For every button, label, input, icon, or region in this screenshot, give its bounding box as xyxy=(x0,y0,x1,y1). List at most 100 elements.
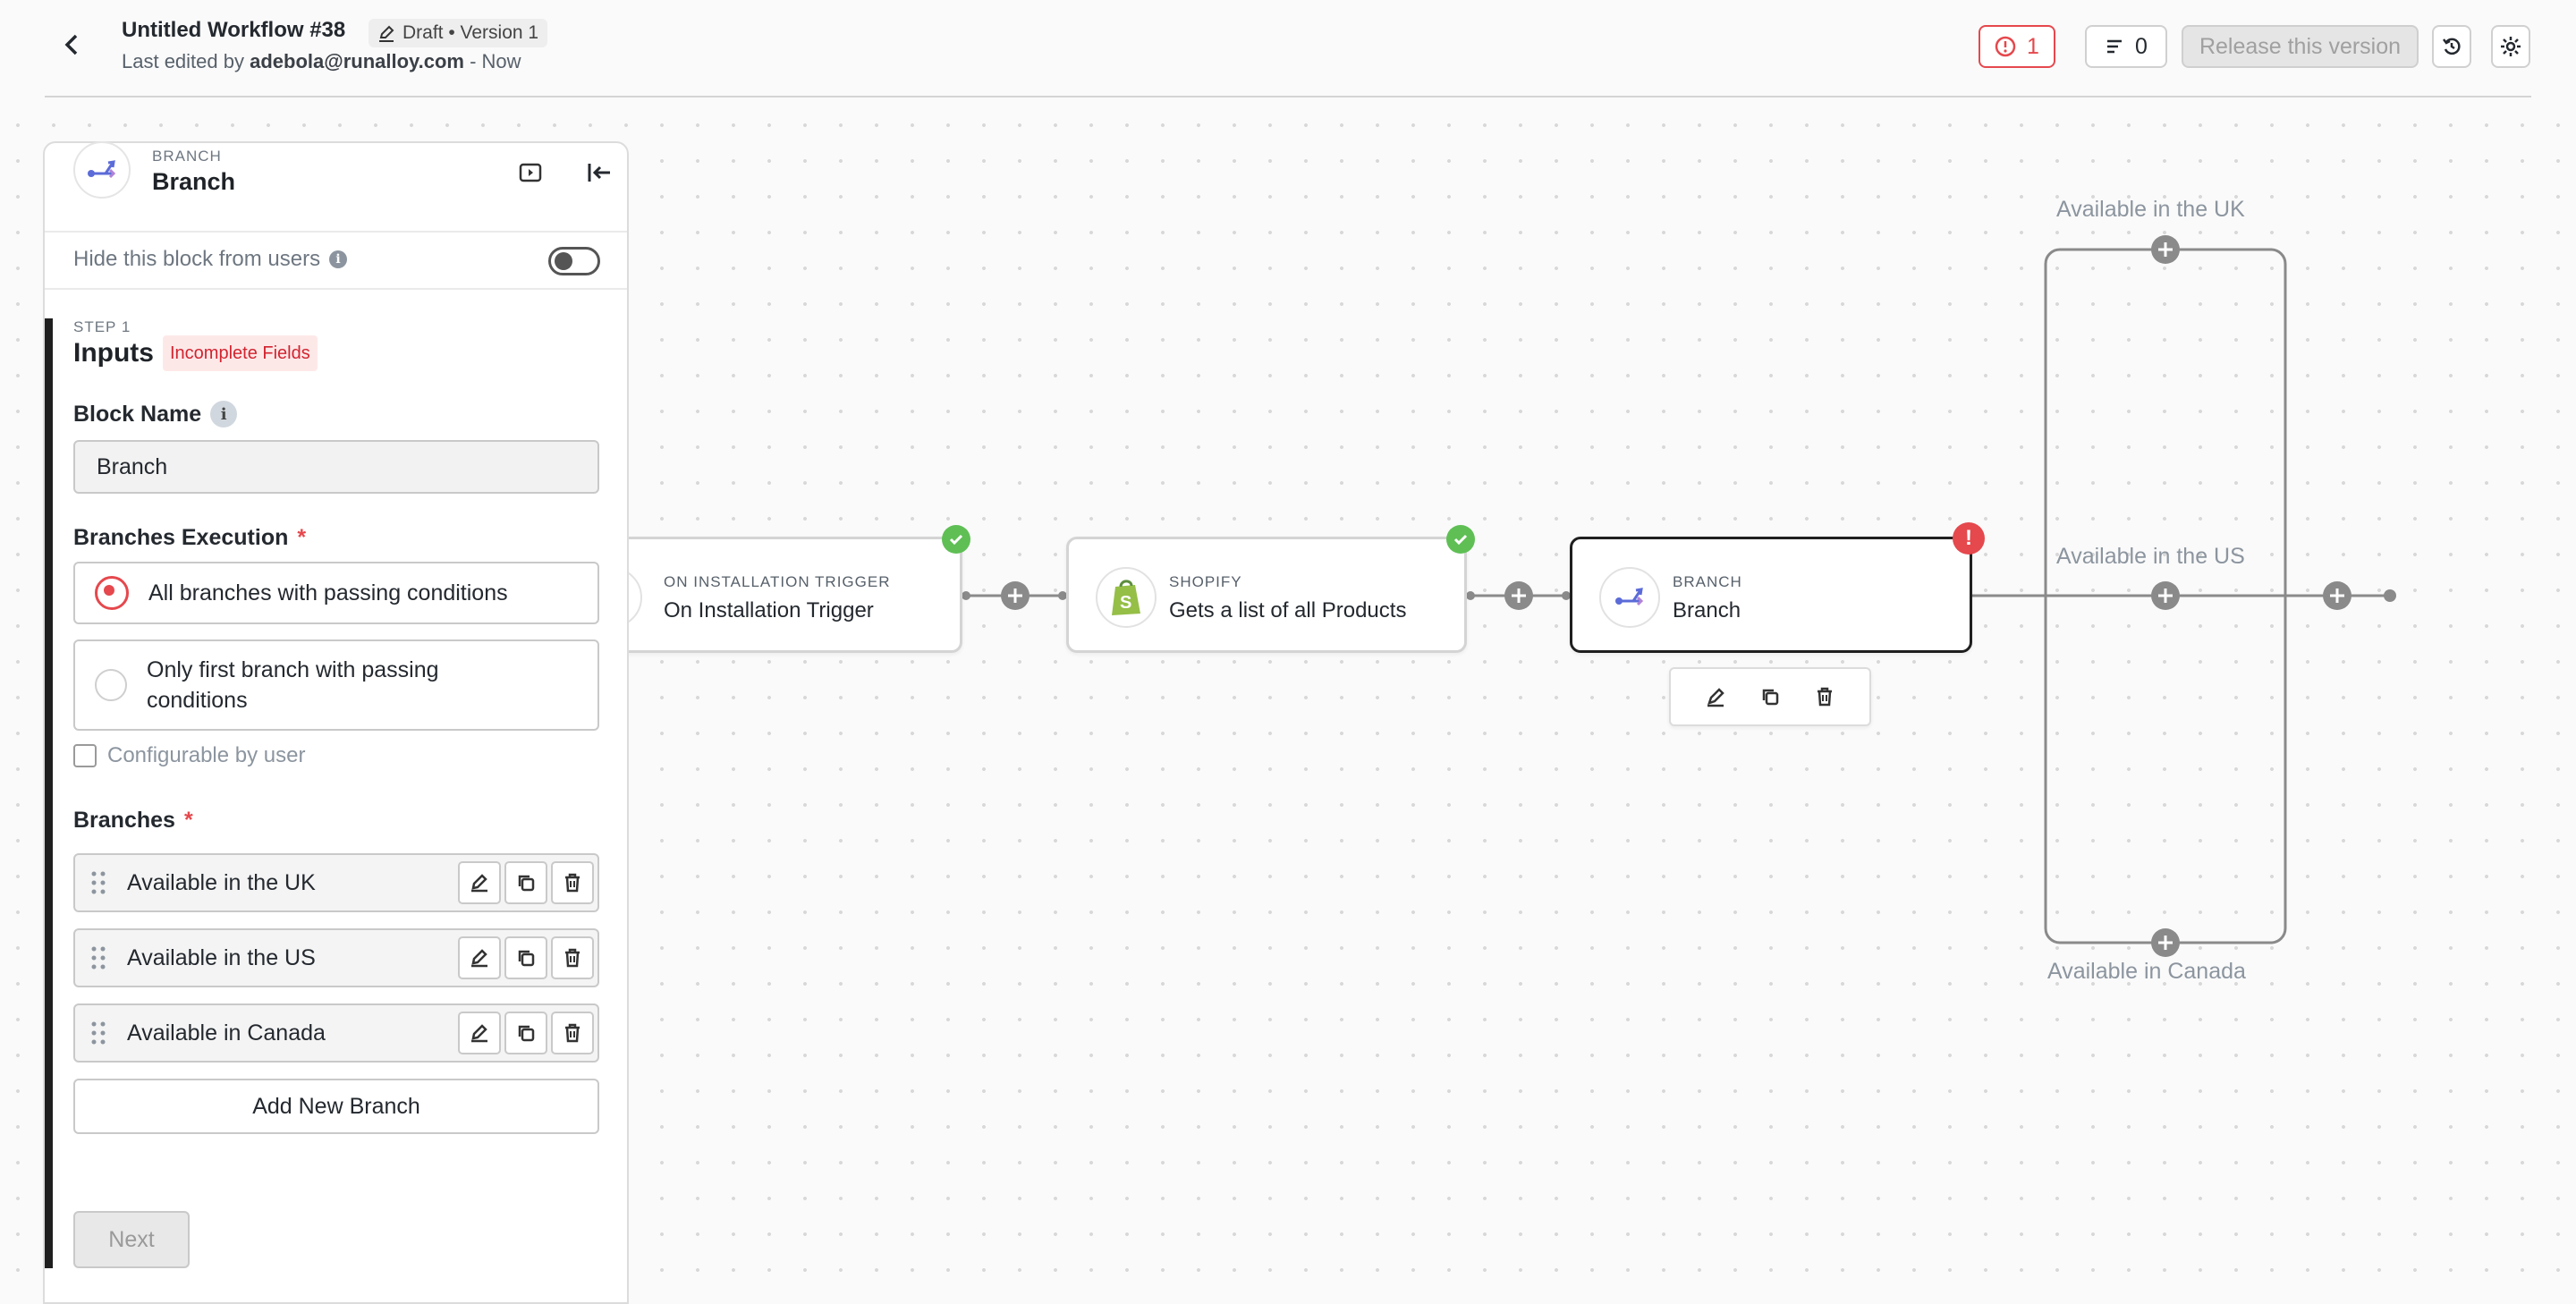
version-history-button[interactable] xyxy=(2432,25,2471,68)
last-edited-user: adebola@runalloy.com xyxy=(250,50,464,72)
info-icon[interactable]: i xyxy=(210,401,238,428)
status-pill[interactable]: Draft • Version 1 xyxy=(369,19,548,47)
duplicate-node-button[interactable] xyxy=(1755,682,1785,712)
logs-button[interactable]: 0 xyxy=(2085,25,2167,68)
copy-icon xyxy=(518,875,535,892)
log-count: 0 xyxy=(2135,33,2148,59)
collapse-panel-button[interactable] xyxy=(585,159,614,186)
panel-divider xyxy=(45,231,627,233)
exec-option-all-branches[interactable]: All branches with passing conditions xyxy=(73,562,599,624)
branch-list-item[interactable]: Available in the US xyxy=(73,928,599,987)
branch-name: Available in the UK xyxy=(127,869,316,895)
branch-label-canada: Available in Canada xyxy=(2047,959,2246,984)
panel-divider xyxy=(45,288,627,290)
gear-icon xyxy=(2501,37,2521,56)
release-version-button[interactable]: Release this version xyxy=(2182,25,2419,68)
branches-execution-text: Branches Execution xyxy=(73,525,289,550)
preview-button[interactable] xyxy=(517,159,544,186)
add-step-button[interactable] xyxy=(1503,580,1535,612)
node-kind: SHOPIFY xyxy=(1169,573,1242,590)
radio-selected-icon xyxy=(95,576,129,610)
step-active-indicator xyxy=(45,318,53,1268)
block-name-label: Block Name i xyxy=(73,401,238,428)
node-kind: BRANCH xyxy=(1673,573,1742,590)
copy-icon xyxy=(518,1025,535,1042)
branch-icon xyxy=(73,141,131,199)
delete-branch-button[interactable] xyxy=(551,861,594,904)
last-edited-prefix: Last edited by xyxy=(122,50,250,72)
drag-handle-icon[interactable] xyxy=(89,1020,107,1046)
error-count: 1 xyxy=(2027,33,2039,59)
branches-execution-label: Branches Execution * xyxy=(73,525,306,551)
node-toolbar xyxy=(1669,667,1871,726)
last-edited-time: - Now xyxy=(463,50,521,72)
add-step-canada-branch-button[interactable] xyxy=(2149,927,2182,959)
block-name-label-text: Block Name xyxy=(73,401,202,427)
add-step-us-branch-button[interactable] xyxy=(2149,580,2182,612)
workflow-node-branch[interactable]: BRANCH Branch xyxy=(1570,537,1972,653)
plus-circle-icon xyxy=(2323,581,2351,610)
block-title: Branch xyxy=(152,168,236,195)
branch-list-item[interactable]: Available in the UK xyxy=(73,853,599,912)
step-title: Inputs xyxy=(73,338,154,368)
edit-branch-button[interactable] xyxy=(458,1012,501,1054)
workflow-node-trigger[interactable]: ON INSTALLATION TRIGGER On Installation … xyxy=(581,537,962,653)
exec-option-first-branch[interactable]: Only first branch with passing condition… xyxy=(73,639,599,731)
drag-handle-icon[interactable] xyxy=(89,944,107,971)
header-divider xyxy=(45,96,2531,97)
radio-empty-icon xyxy=(95,669,127,701)
hide-block-toggle[interactable] xyxy=(548,247,600,275)
configurable-label: Configurable by user xyxy=(107,743,306,767)
configurable-by-user-row[interactable]: Configurable by user xyxy=(73,743,305,768)
pencil-icon xyxy=(379,25,394,42)
status-text: Draft • Version 1 xyxy=(402,22,539,43)
pencil-icon xyxy=(471,874,487,893)
add-new-branch-button[interactable]: Add New Branch xyxy=(73,1079,599,1134)
node-name: Branch xyxy=(1673,598,1741,622)
duplicate-branch-button[interactable] xyxy=(504,1012,547,1054)
branch-list-item[interactable]: Available in Canada xyxy=(73,1003,599,1063)
copy-icon xyxy=(518,950,535,967)
back-button[interactable] xyxy=(55,29,88,61)
hide-block-label: Hide this block from users i xyxy=(73,247,348,272)
checkbox[interactable] xyxy=(73,744,97,767)
block-kind: BRANCH xyxy=(152,148,222,165)
history-icon xyxy=(2443,38,2461,55)
exec-option-label: All branches with passing conditions xyxy=(148,580,508,605)
add-step-after-branch-button[interactable] xyxy=(2321,580,2353,612)
trash-icon xyxy=(565,948,580,968)
required-mark: * xyxy=(297,525,307,550)
workflow-node-shopify[interactable]: S SHOPIFY Gets a list of all Products xyxy=(1066,537,1467,653)
info-icon[interactable]: i xyxy=(329,250,348,268)
plus-circle-icon xyxy=(2151,928,2180,957)
workflow-title: Untitled Workflow #38 xyxy=(122,18,346,42)
required-mark: * xyxy=(183,808,193,833)
block-name-input[interactable] xyxy=(73,440,599,494)
drag-handle-icon[interactable] xyxy=(89,869,107,896)
errors-button[interactable]: 1 xyxy=(1979,25,2055,68)
play-square-icon xyxy=(519,163,542,182)
branches-label: Branches * xyxy=(73,808,193,834)
add-step-button[interactable] xyxy=(999,580,1031,612)
node-name: Gets a list of all Products xyxy=(1169,598,1407,622)
delete-branch-button[interactable] xyxy=(551,936,594,979)
add-step-uk-branch-button[interactable] xyxy=(2149,233,2182,266)
shopify-icon: S xyxy=(1096,567,1157,628)
exec-option-label: Only first branch with passing condition… xyxy=(147,657,439,713)
edit-node-button[interactable] xyxy=(1700,682,1731,712)
delete-branch-button[interactable] xyxy=(551,1012,594,1054)
trash-icon xyxy=(565,1023,580,1043)
incomplete-fields-badge: Incomplete Fields xyxy=(163,335,318,371)
node-kind: ON INSTALLATION TRIGGER xyxy=(664,573,891,590)
edit-branch-button[interactable] xyxy=(458,936,501,979)
hide-block-text: Hide this block from users xyxy=(73,247,321,271)
duplicate-branch-button[interactable] xyxy=(504,936,547,979)
edit-branch-button[interactable] xyxy=(458,861,501,904)
branch-label-uk: Available in the UK xyxy=(2056,197,2245,222)
settings-button[interactable] xyxy=(2491,25,2530,68)
collapse-left-icon xyxy=(588,164,610,182)
delete-node-button[interactable] xyxy=(1809,682,1840,712)
svg-text:S: S xyxy=(1120,593,1131,613)
duplicate-branch-button[interactable] xyxy=(504,861,547,904)
next-button[interactable]: Next xyxy=(73,1211,190,1268)
